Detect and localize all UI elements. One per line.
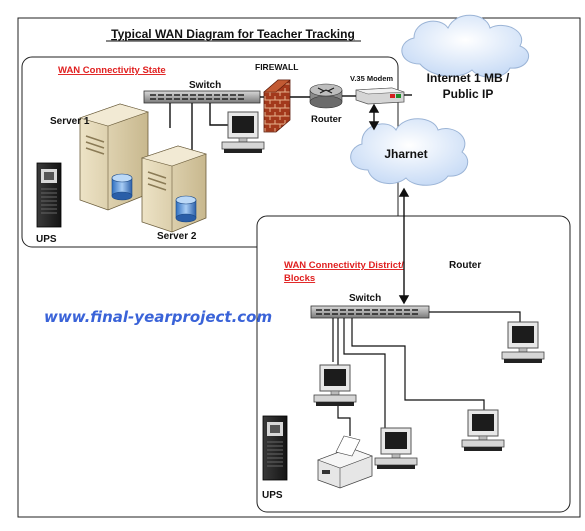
state-links [169,94,412,150]
server2-label: Server 2 [157,231,197,242]
district-pc-icon-left [313,364,357,407]
state-ups-label: UPS [36,234,57,245]
district-pc-icon-center [374,427,418,470]
server1-label: Server 1 [50,116,90,127]
internet-label-line2: Public IP [443,87,494,101]
district-switch-label: Switch [349,293,381,304]
jharnet-label: Jharnet [384,147,427,161]
district-switch-icon [310,305,430,319]
state-router-label: Router [311,114,342,125]
state-desktop-pc-icon [221,111,265,154]
firewall-icon [263,79,291,133]
modem-label: V.35 Modem [350,74,393,83]
server1-icon [79,103,149,211]
state-heading: WAN Connectivity State [58,65,166,76]
district-pc-icon-lower-right [461,409,505,452]
district-pc-icon-right [501,321,545,364]
watermark-text: www.final-yearproject.com [44,308,272,326]
router-icon [309,83,343,109]
jharnet-cloud [350,118,469,186]
firewall-label: FIREWALL [255,62,298,72]
district-links [332,311,521,436]
district-region [256,215,571,513]
jharnet-district-link [398,187,410,305]
diagram-title: Typical WAN Diagram for Teacher Tracking [111,27,355,41]
server2-icon [140,145,207,233]
internet-cloud [401,14,530,78]
state-switch-icon [143,90,261,104]
modem-jharnet-link [368,103,380,131]
outer-frame [17,17,581,518]
district-heading-line1: WAN Connectivity District/ [284,260,404,271]
internet-label-line1: Internet 1 MB / [427,71,510,85]
state-switch-label: Switch [189,80,221,91]
district-ups-icon [262,415,288,481]
modem-icon [355,87,405,105]
district-heading-line2: Blocks [284,273,315,284]
printer-icon [317,435,373,489]
district-router-label: Router [449,260,481,271]
state-ups-icon [36,162,62,228]
district-ups-label: UPS [262,490,283,501]
